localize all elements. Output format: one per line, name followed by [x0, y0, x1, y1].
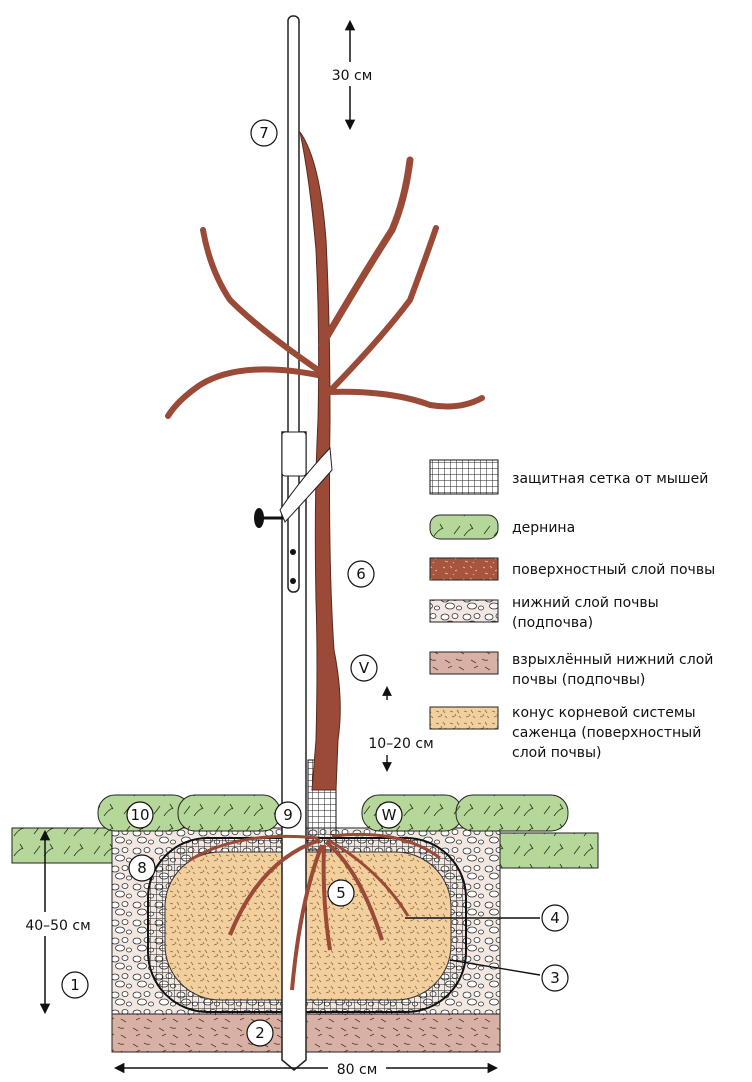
svg-text:6: 6 [356, 565, 366, 583]
marker-9: 9 [275, 802, 301, 828]
legend-item-subsoil: нижний слой почвы (подпочва) [430, 595, 659, 631]
legend: защитная сетка от мышей дернина поверхно… [430, 460, 715, 761]
legend-label: конус корневой системы [512, 705, 696, 721]
marker-V: V [351, 655, 377, 681]
marker-1: 1 [62, 972, 88, 998]
svg-text:V: V [359, 659, 370, 677]
svg-text:8: 8 [137, 859, 147, 877]
dim-depth-label: 40–50 см [25, 918, 90, 934]
legend-label: защитная сетка от мышей [512, 471, 708, 487]
legend-item-topsoil: поверхностный слой почвы [430, 558, 715, 580]
marker-3: 3 [542, 965, 568, 991]
legend-label-cont: почвы (подпочвы) [512, 672, 645, 688]
legend-label: поверхностный слой почвы [512, 562, 715, 578]
legend-label-cont: саженца (поверхностный [512, 725, 701, 741]
legend-label: нижний слой почвы [512, 595, 659, 611]
svg-text:1: 1 [70, 976, 80, 994]
dim-root-gap-label: 10–20 см [368, 736, 433, 752]
root-cone [165, 852, 451, 1000]
svg-text:W: W [382, 806, 397, 824]
tree-branch [328, 392, 482, 407]
legend-swatch-topsoil [430, 558, 498, 580]
turf-roll-4 [456, 795, 568, 831]
legend-item-loosened: взрыхлённый нижний слой почвы (подпочвы) [430, 652, 713, 688]
marker-7: 7 [251, 120, 277, 146]
legend-swatch-mesh [430, 460, 498, 494]
marker-10: 10 [127, 802, 153, 828]
svg-text:7: 7 [259, 124, 269, 142]
side-turf-right [498, 833, 598, 868]
svg-text:5: 5 [336, 884, 346, 902]
legend-swatch-cone [430, 707, 498, 729]
svg-text:3: 3 [550, 969, 560, 987]
stake-bolt [290, 549, 296, 555]
legend-label: взрыхлённый нижний слой [512, 652, 713, 668]
svg-text:9: 9 [283, 806, 293, 824]
marker-6: 6 [348, 561, 374, 587]
legend-item-mesh: защитная сетка от мышей [430, 460, 708, 494]
stake-collar [282, 432, 306, 476]
svg-text:10: 10 [130, 806, 149, 824]
marker-5: 5 [328, 880, 354, 906]
stake-bolt [290, 578, 296, 584]
marker-2: 2 [247, 1020, 273, 1046]
svg-text:4: 4 [550, 909, 560, 927]
legend-item-turf: дернина [430, 515, 575, 539]
legend-label: дернина [512, 520, 575, 536]
dim-width-label: 80 см [337, 1062, 378, 1078]
dim-height-top-label: 30 см [332, 68, 373, 84]
tree-branch [203, 230, 318, 370]
turf-roll-2 [178, 795, 280, 831]
marker-4: 4 [542, 905, 568, 931]
legend-item-cone: конус корневой системы саженца (поверхно… [430, 705, 701, 761]
marker-W: W [376, 802, 402, 828]
tie-screw-head [254, 508, 264, 528]
side-turf-left [12, 828, 112, 863]
legend-label-cont: (подпочва) [512, 615, 593, 631]
legend-swatch-subsoil [430, 600, 498, 622]
marker-8: 8 [129, 855, 155, 881]
legend-swatch-loosened [430, 652, 498, 674]
svg-text:2: 2 [255, 1024, 265, 1042]
legend-label-cont: слой почвы) [512, 745, 602, 761]
legend-swatch-turf [430, 515, 498, 539]
